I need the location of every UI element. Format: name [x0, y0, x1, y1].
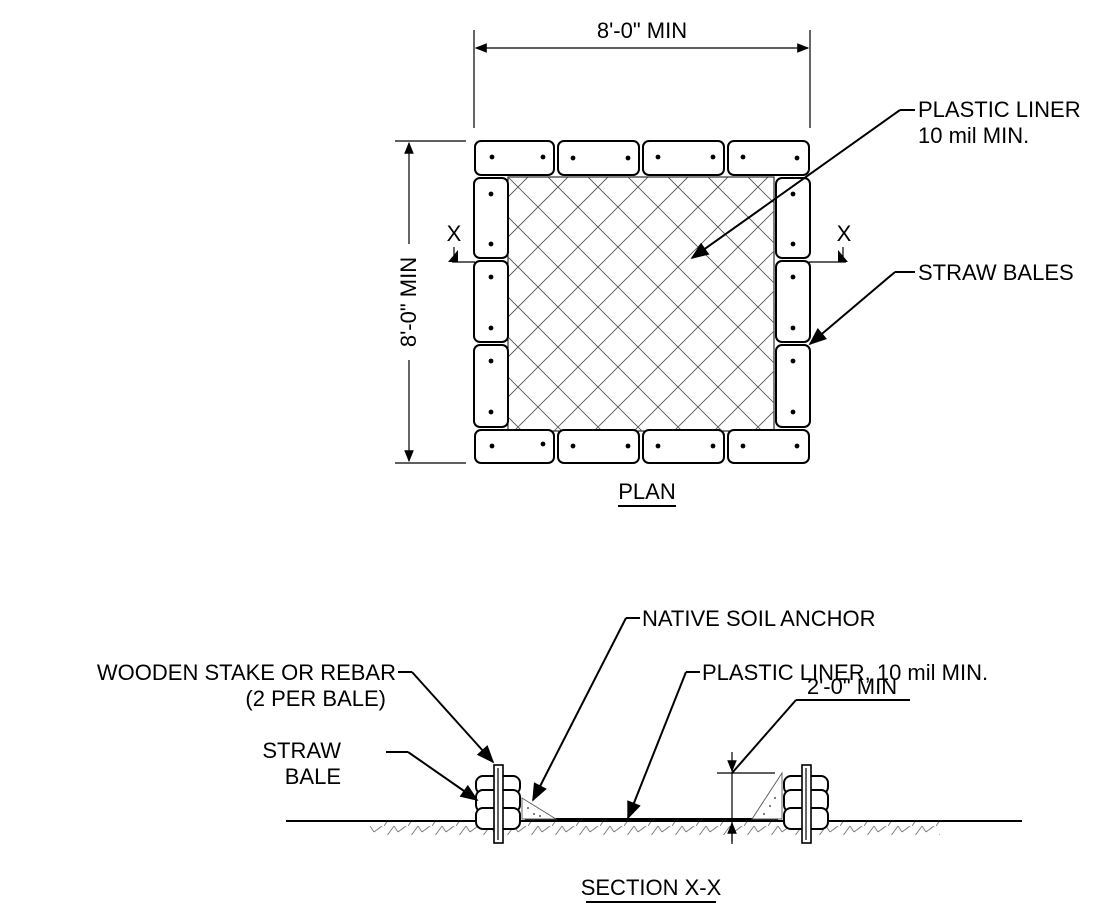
bale [473, 260, 509, 343]
plan-height-dimension: 8'-0" MIN [395, 140, 466, 464]
bale [557, 429, 640, 464]
section-callout-liner: PLASTIC LINER, 10 mil MIN. [627, 660, 988, 820]
plan-callout-bales: STRAW BALES [808, 260, 1074, 346]
bale [727, 429, 810, 464]
plan-bales-label: STRAW BALES [918, 260, 1074, 285]
section-stake-label-2: (2 PER BALE) [245, 686, 386, 711]
bale [642, 140, 725, 176]
plan-view: 8'-0" MIN 8'-0" MIN [395, 18, 1081, 507]
section-cut-mark-right: X [809, 221, 852, 263]
bale [775, 344, 811, 428]
plan-liner-label-1: PLASTIC LINER [918, 97, 1081, 122]
section-stake-label-1: WOODEN STAKE OR REBAR [97, 660, 396, 685]
section-callout-bale: STRAW BALE [262, 738, 479, 802]
depth-dimension-label: 2'-0" MIN [807, 674, 897, 699]
straw-bale-section-left [475, 764, 521, 844]
bale [642, 429, 725, 464]
bale [474, 140, 555, 176]
plan-width-dimension: 8'-0" MIN [473, 18, 811, 128]
section-bale-label-2: BALE [285, 764, 341, 789]
section-bale-label-1: STRAW [262, 738, 341, 763]
plan-callout-liner: PLASTIC LINER 10 mil MIN. [690, 97, 1081, 260]
plan-width-label: 8'-0" MIN [597, 18, 687, 43]
depth-dimension: 2'-0" MIN [717, 674, 910, 844]
bale [727, 140, 810, 176]
bale [474, 429, 555, 464]
section-callout-stake: WOODEN STAKE OR REBAR (2 PER BALE) [97, 660, 495, 764]
plastic-liner-area [507, 176, 775, 432]
section-anchor-label: NATIVE SOIL ANCHOR [642, 606, 876, 631]
section-liner-label: PLASTIC LINER, 10 mil MIN. [702, 660, 988, 685]
section-view: 2'-0" MIN NATIVE SOIL ANCHOR PLASTIC LIN… [97, 606, 1022, 903]
section-callout-anchor: NATIVE SOIL ANCHOR [532, 606, 876, 802]
section-title: SECTION X-X [581, 875, 722, 900]
straw-bale-section-right [783, 764, 829, 844]
soil-anchor-left [521, 797, 558, 820]
bale [473, 344, 509, 428]
section-mark-left-label: X [447, 221, 462, 246]
bale [775, 177, 811, 259]
bale [557, 140, 640, 176]
plan-liner-label-2: 10 mil MIN. [918, 123, 1029, 148]
soil-anchor-right [751, 771, 783, 820]
bale [775, 260, 811, 343]
section-cut-mark-left: X [447, 221, 475, 263]
section-mark-right-label: X [837, 221, 852, 246]
straw-bales-plan [473, 140, 811, 464]
plan-height-label: 8'-0" MIN [396, 257, 421, 347]
ground-line [286, 820, 1022, 835]
plan-title: PLAN [618, 479, 675, 504]
bale [473, 177, 509, 259]
